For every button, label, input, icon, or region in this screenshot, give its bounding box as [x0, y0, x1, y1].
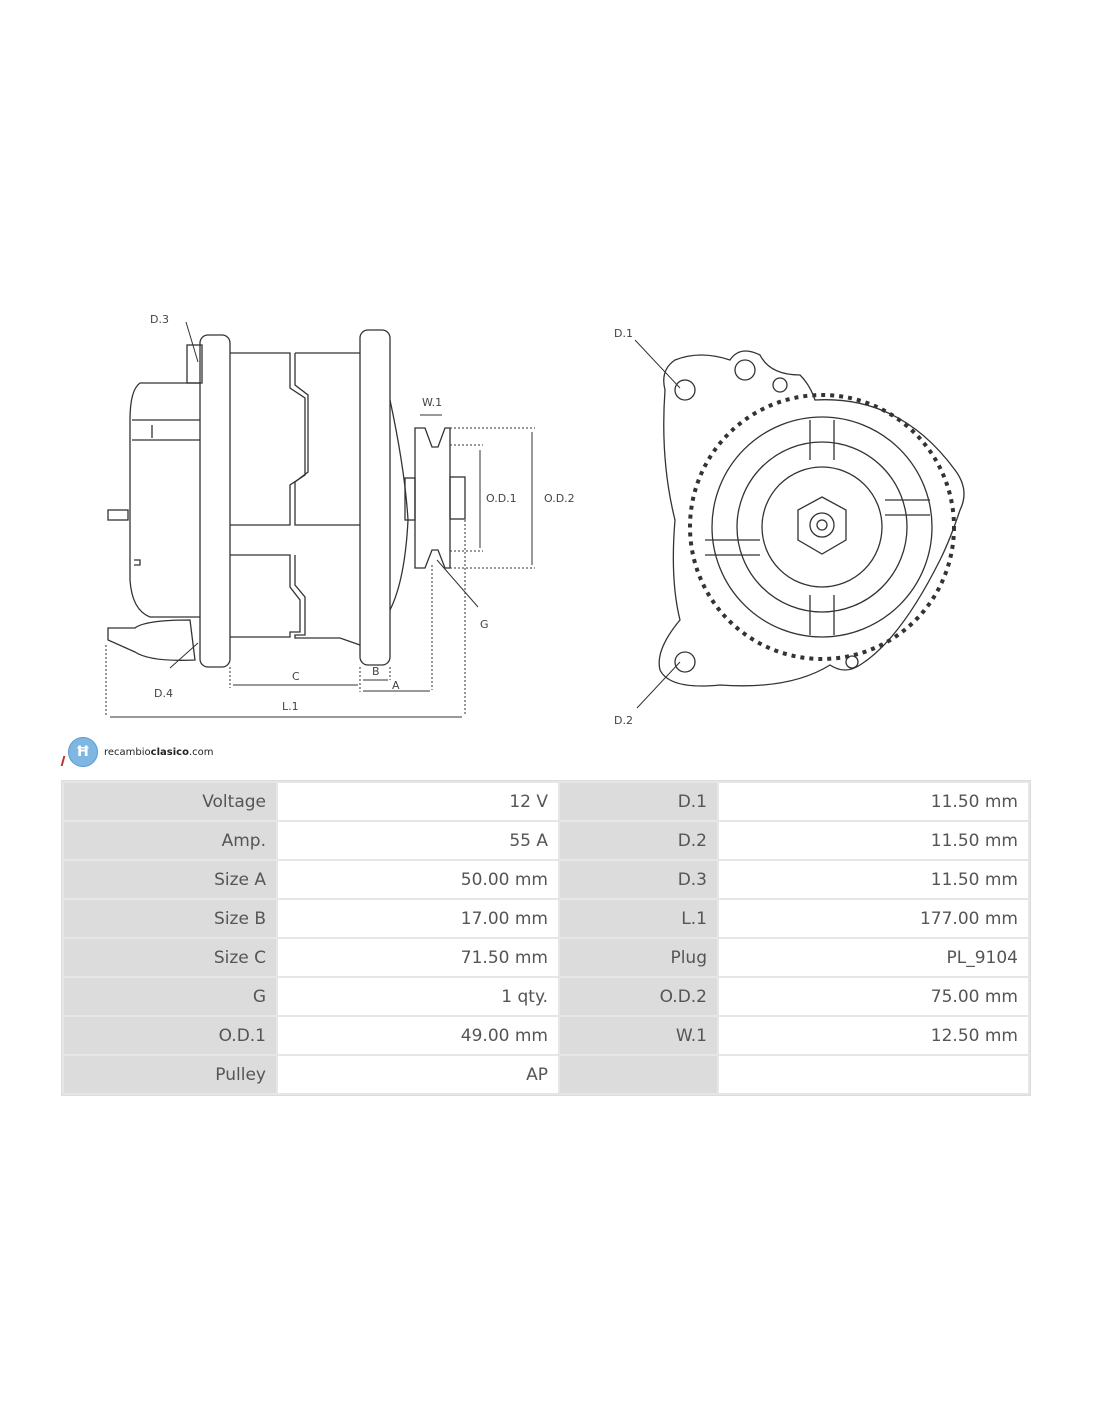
spec-label: D.1: [560, 783, 717, 820]
front-flange: [199, 334, 231, 668]
spec-label: O.D.1: [64, 1017, 276, 1054]
spec-value: 75.00 mm: [719, 978, 1028, 1015]
spec-label: Pulley: [64, 1056, 276, 1093]
pulley-nut: [449, 476, 466, 520]
spec-label: Voltage: [64, 783, 276, 820]
spec-value: 17.00 mm: [278, 900, 558, 937]
label-d4: D.4: [154, 687, 173, 700]
pulley: [414, 427, 451, 569]
label-od2: O.D.2: [544, 492, 575, 505]
brand-prefix: recambio: [104, 746, 151, 758]
spec-label: Size B: [64, 900, 276, 937]
label-w1: W.1: [422, 396, 442, 409]
alternator-diagram: D.3 D.4 W.1 O.D.1 O.D.2 G C B A L.1 D.1 …: [105, 313, 965, 727]
label-a: A: [392, 679, 400, 692]
terminal-stud: [107, 509, 129, 521]
spec-value: 50.00 mm: [278, 861, 558, 898]
mount-hole-d2: [674, 651, 696, 673]
front-view: D.1 D.2: [614, 327, 965, 727]
spec-label: Size A: [64, 861, 276, 898]
spec-value: [719, 1056, 1028, 1093]
plug-terminal: [107, 619, 196, 661]
spec-value: 177.00 mm: [719, 900, 1028, 937]
label-c: C: [292, 670, 300, 683]
spec-label: L.1: [560, 900, 717, 937]
brand-suffix: .com: [188, 746, 214, 758]
spec-value: 12.50 mm: [719, 1017, 1028, 1054]
label-d2: D.2: [614, 714, 633, 727]
spec-value: 71.50 mm: [278, 939, 558, 976]
spec-value: 11.50 mm: [719, 822, 1028, 859]
label-d1: D.1: [614, 327, 633, 340]
brand-name: recambioclasico.com: [104, 747, 213, 758]
spec-label: Amp.: [64, 822, 276, 859]
red-accent-mark: [60, 756, 66, 766]
spec-label: Size C: [64, 939, 276, 976]
spec-value: 11.50 mm: [719, 861, 1028, 898]
spec-label: [560, 1056, 717, 1093]
side-view: D.3 D.4 W.1 O.D.1 O.D.2 G C B A L.1: [105, 313, 681, 718]
mount-hole-d1: [674, 379, 696, 401]
spec-label: O.D.2: [560, 978, 717, 1015]
spec-value: 11.50 mm: [719, 783, 1028, 820]
spec-value: 12 V: [278, 783, 558, 820]
spec-value: 1 qty.: [278, 978, 558, 1015]
spec-label: D.3: [560, 861, 717, 898]
spec-value: 55 A: [278, 822, 558, 859]
label-d3: D.3: [150, 313, 169, 326]
spec-value: 49.00 mm: [278, 1017, 558, 1054]
gearshift-logo-icon: Ħ: [68, 737, 98, 767]
label-od1: O.D.1: [486, 492, 517, 505]
spec-label: Plug: [560, 939, 717, 976]
spec-label: G: [64, 978, 276, 1015]
label-l1: L.1: [282, 700, 299, 713]
spec-value: PL_9104: [719, 939, 1028, 976]
brand-bold: clasico: [150, 746, 189, 758]
label-g: G: [480, 618, 489, 631]
spec-label: D.2: [560, 822, 717, 859]
brand-logo[interactable]: Ħ recambioclasico.com: [68, 737, 213, 767]
label-b: B: [372, 665, 380, 678]
rear-flange: [359, 329, 391, 666]
spec-label: W.1: [560, 1017, 717, 1054]
shaft-nut: [797, 496, 847, 555]
spec-value: AP: [278, 1056, 558, 1093]
